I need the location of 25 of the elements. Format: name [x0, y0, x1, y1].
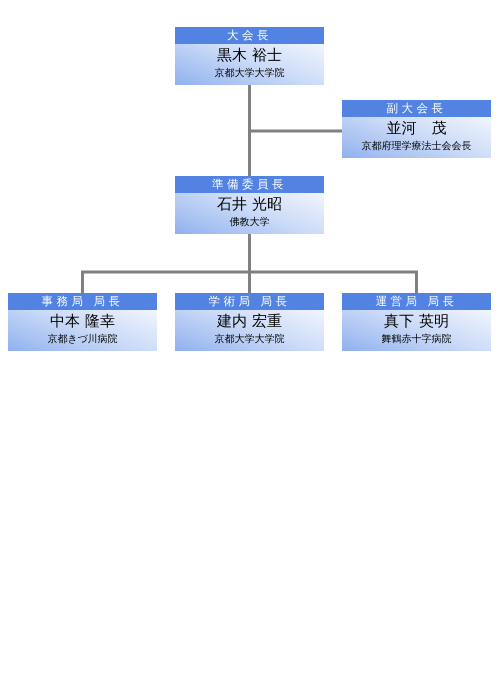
org-box — [8, 293, 157, 351]
person-name: 建内 宏重 — [217, 312, 282, 331]
person-name: 石井 光昭 — [217, 195, 282, 214]
affiliation-text: 舞鶴赤十字病院 — [382, 333, 452, 346]
org-box — [175, 293, 324, 351]
title-bar: 学術局 局長 — [175, 293, 324, 310]
title-bar: 運営局 局長 — [342, 293, 491, 310]
title-bar: 事務局 局長 — [8, 293, 157, 310]
affiliation-text: 佛教大学 — [230, 216, 270, 229]
person-name: 中本 隆幸 — [50, 312, 115, 331]
affiliation-text: 京都大学大学院 — [214, 333, 284, 346]
person-name: 真下 英明 — [384, 312, 449, 331]
connector-line — [248, 234, 418, 293]
org-box — [175, 176, 324, 234]
affiliation-text: 京都大学大学院 — [214, 67, 284, 80]
org-box — [175, 27, 324, 85]
person-name: 黒木 裕士 — [217, 46, 282, 65]
title-bar: 準備委員長 — [175, 176, 324, 193]
affiliation-text: 京都府理学療法士会会長 — [362, 140, 472, 153]
title-bar: 副大会長 — [342, 100, 491, 117]
title-bar: 大会長 — [175, 27, 324, 44]
person-name: 並河 茂 — [386, 119, 446, 138]
org-box — [342, 293, 491, 351]
affiliation-text: 京都きづ川病院 — [48, 333, 118, 346]
org-box — [342, 100, 491, 158]
